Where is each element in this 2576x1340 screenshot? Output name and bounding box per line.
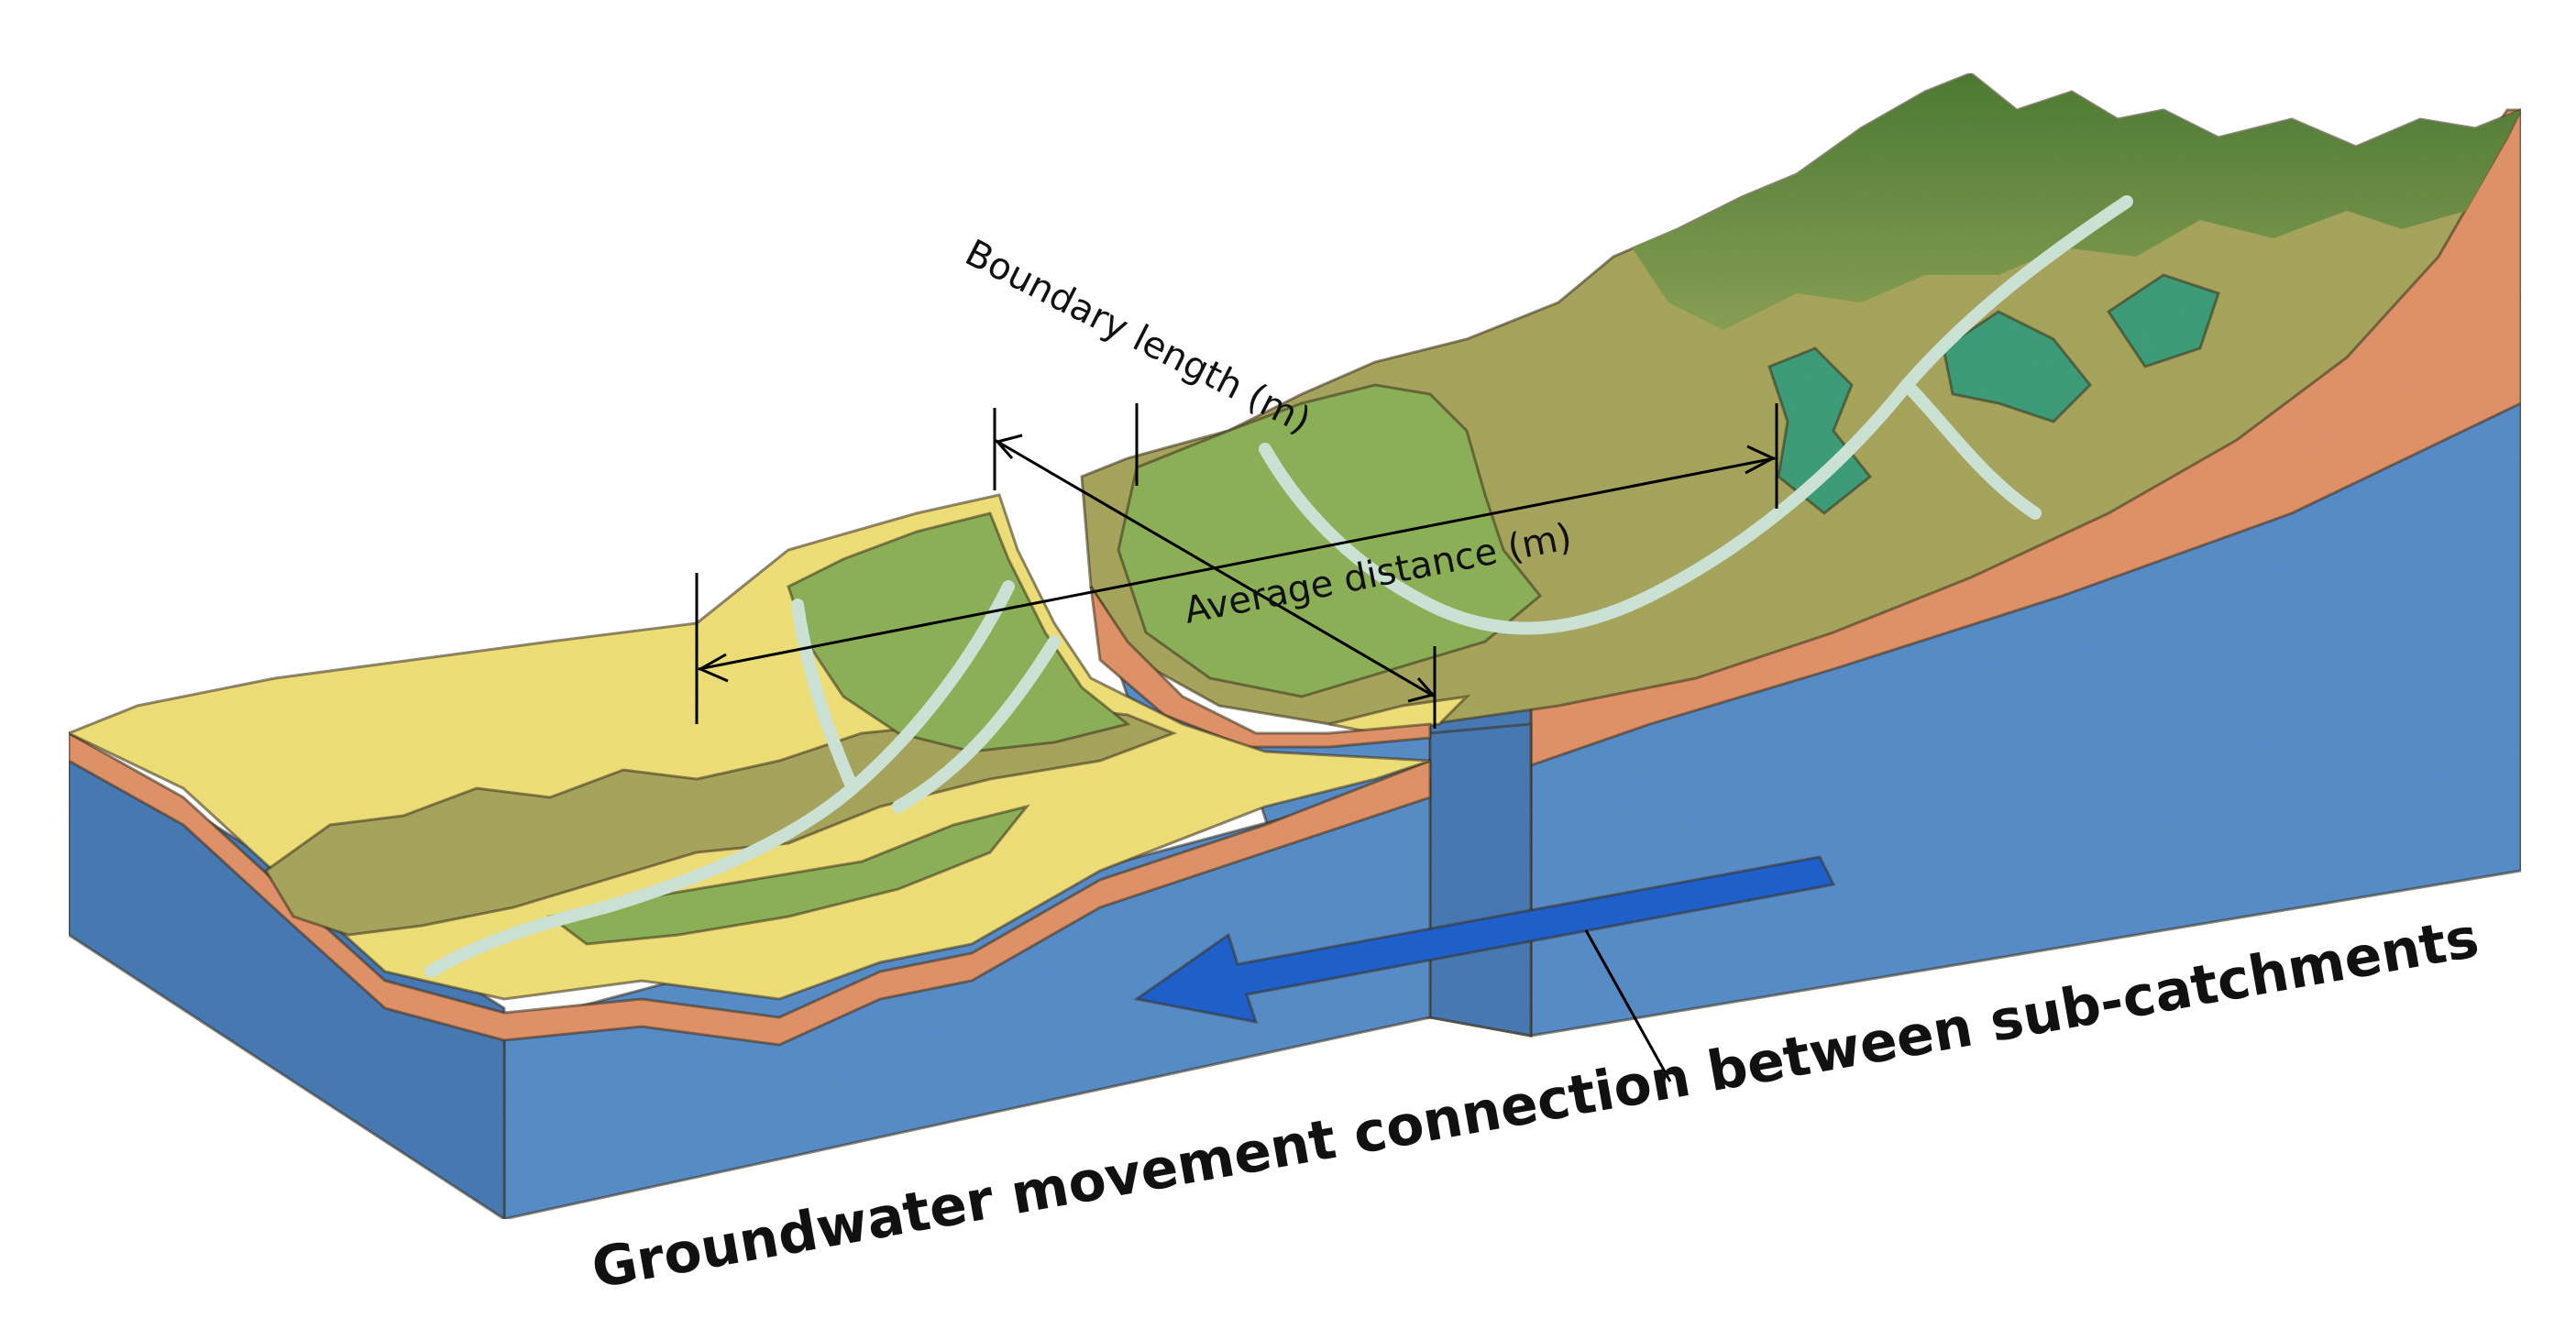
- left-green-lower: [546, 804, 1030, 946]
- forest-ridge: [1632, 73, 2521, 330]
- wetland-patch-3: [2106, 273, 2220, 368]
- left-green-slope: [787, 511, 1131, 753]
- boundary-length-arrowhead-end: [1407, 677, 1436, 703]
- left-stream-branch-2: [892, 635, 1061, 813]
- wetland-patch-2: [1942, 310, 2093, 423]
- left-soil-layer: [67, 730, 1432, 1047]
- boundary-length-arrowhead-start: [995, 434, 1023, 459]
- connection-pointer-line: [1584, 929, 1672, 1082]
- average-distance-arrowhead-start: [697, 653, 729, 683]
- average-distance-measure: [695, 403, 1778, 724]
- left-stream-main: [424, 580, 1015, 978]
- groundwater-flow-arrow: [1133, 855, 1836, 1024]
- right-stream: [1259, 195, 2133, 635]
- left-stream-branch: [791, 599, 859, 795]
- wetland-patch-1: [1767, 346, 1873, 515]
- left-woodland-belt: [264, 704, 1178, 937]
- average-distance-line: [698, 456, 1776, 671]
- channel-gap-face: [1428, 722, 1533, 1038]
- right-stream-branch: [1900, 379, 2042, 520]
- channel-bank-soil: [1089, 586, 1432, 749]
- average-distance-arrowhead-end: [1745, 445, 1777, 475]
